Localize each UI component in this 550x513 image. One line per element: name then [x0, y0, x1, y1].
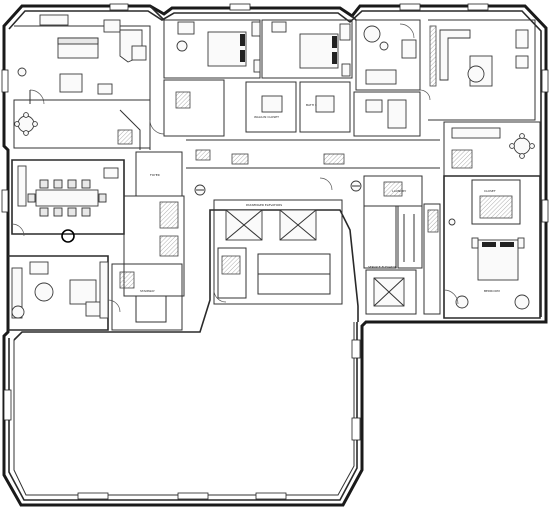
label-passenger-elevators: PASSENGER ELEVATORS [246, 203, 282, 207]
baths-row: WALK-IN CLOSET BATH 1 [163, 79, 421, 137]
label-laundry: LAUNDRY [392, 189, 406, 193]
sitting-room-ne [355, 19, 421, 91]
label-foyer: FOYER [150, 173, 160, 177]
label-bedroom: BEDROOM [484, 289, 500, 293]
study-room [14, 14, 151, 150]
breakfast-room [443, 121, 541, 177]
central-corridor [186, 139, 440, 169]
elevator-core: PASSENGER ELEVATORS [213, 199, 343, 305]
service-rooms: LAUNDRY [363, 175, 441, 315]
exterior-walls [2, 4, 548, 507]
grand-salon [3, 209, 361, 500]
label-bath-1: BATH 1 [306, 103, 317, 107]
door-swings [107, 89, 431, 313]
dining-room [11, 159, 125, 243]
bedroom-1 [163, 19, 261, 79]
corner-bays [1, 3, 549, 223]
label-service-elevator: SERVICE ELEVATOR [368, 265, 397, 269]
service-elevator: SERVICE ELEVATOR [365, 265, 417, 315]
bedroom-2 [261, 19, 353, 79]
top-left-hall [13, 26, 151, 150]
label-stairway: STAIRWAY [140, 289, 155, 293]
label-closet: CLOSET [484, 189, 496, 193]
label-walk-in-closet: WALK-IN CLOSET [254, 115, 279, 119]
library: STAIRWAY [8, 255, 183, 331]
living-room-ne [428, 19, 536, 121]
master-bedroom: CLOSET BEDROOM [443, 175, 541, 319]
